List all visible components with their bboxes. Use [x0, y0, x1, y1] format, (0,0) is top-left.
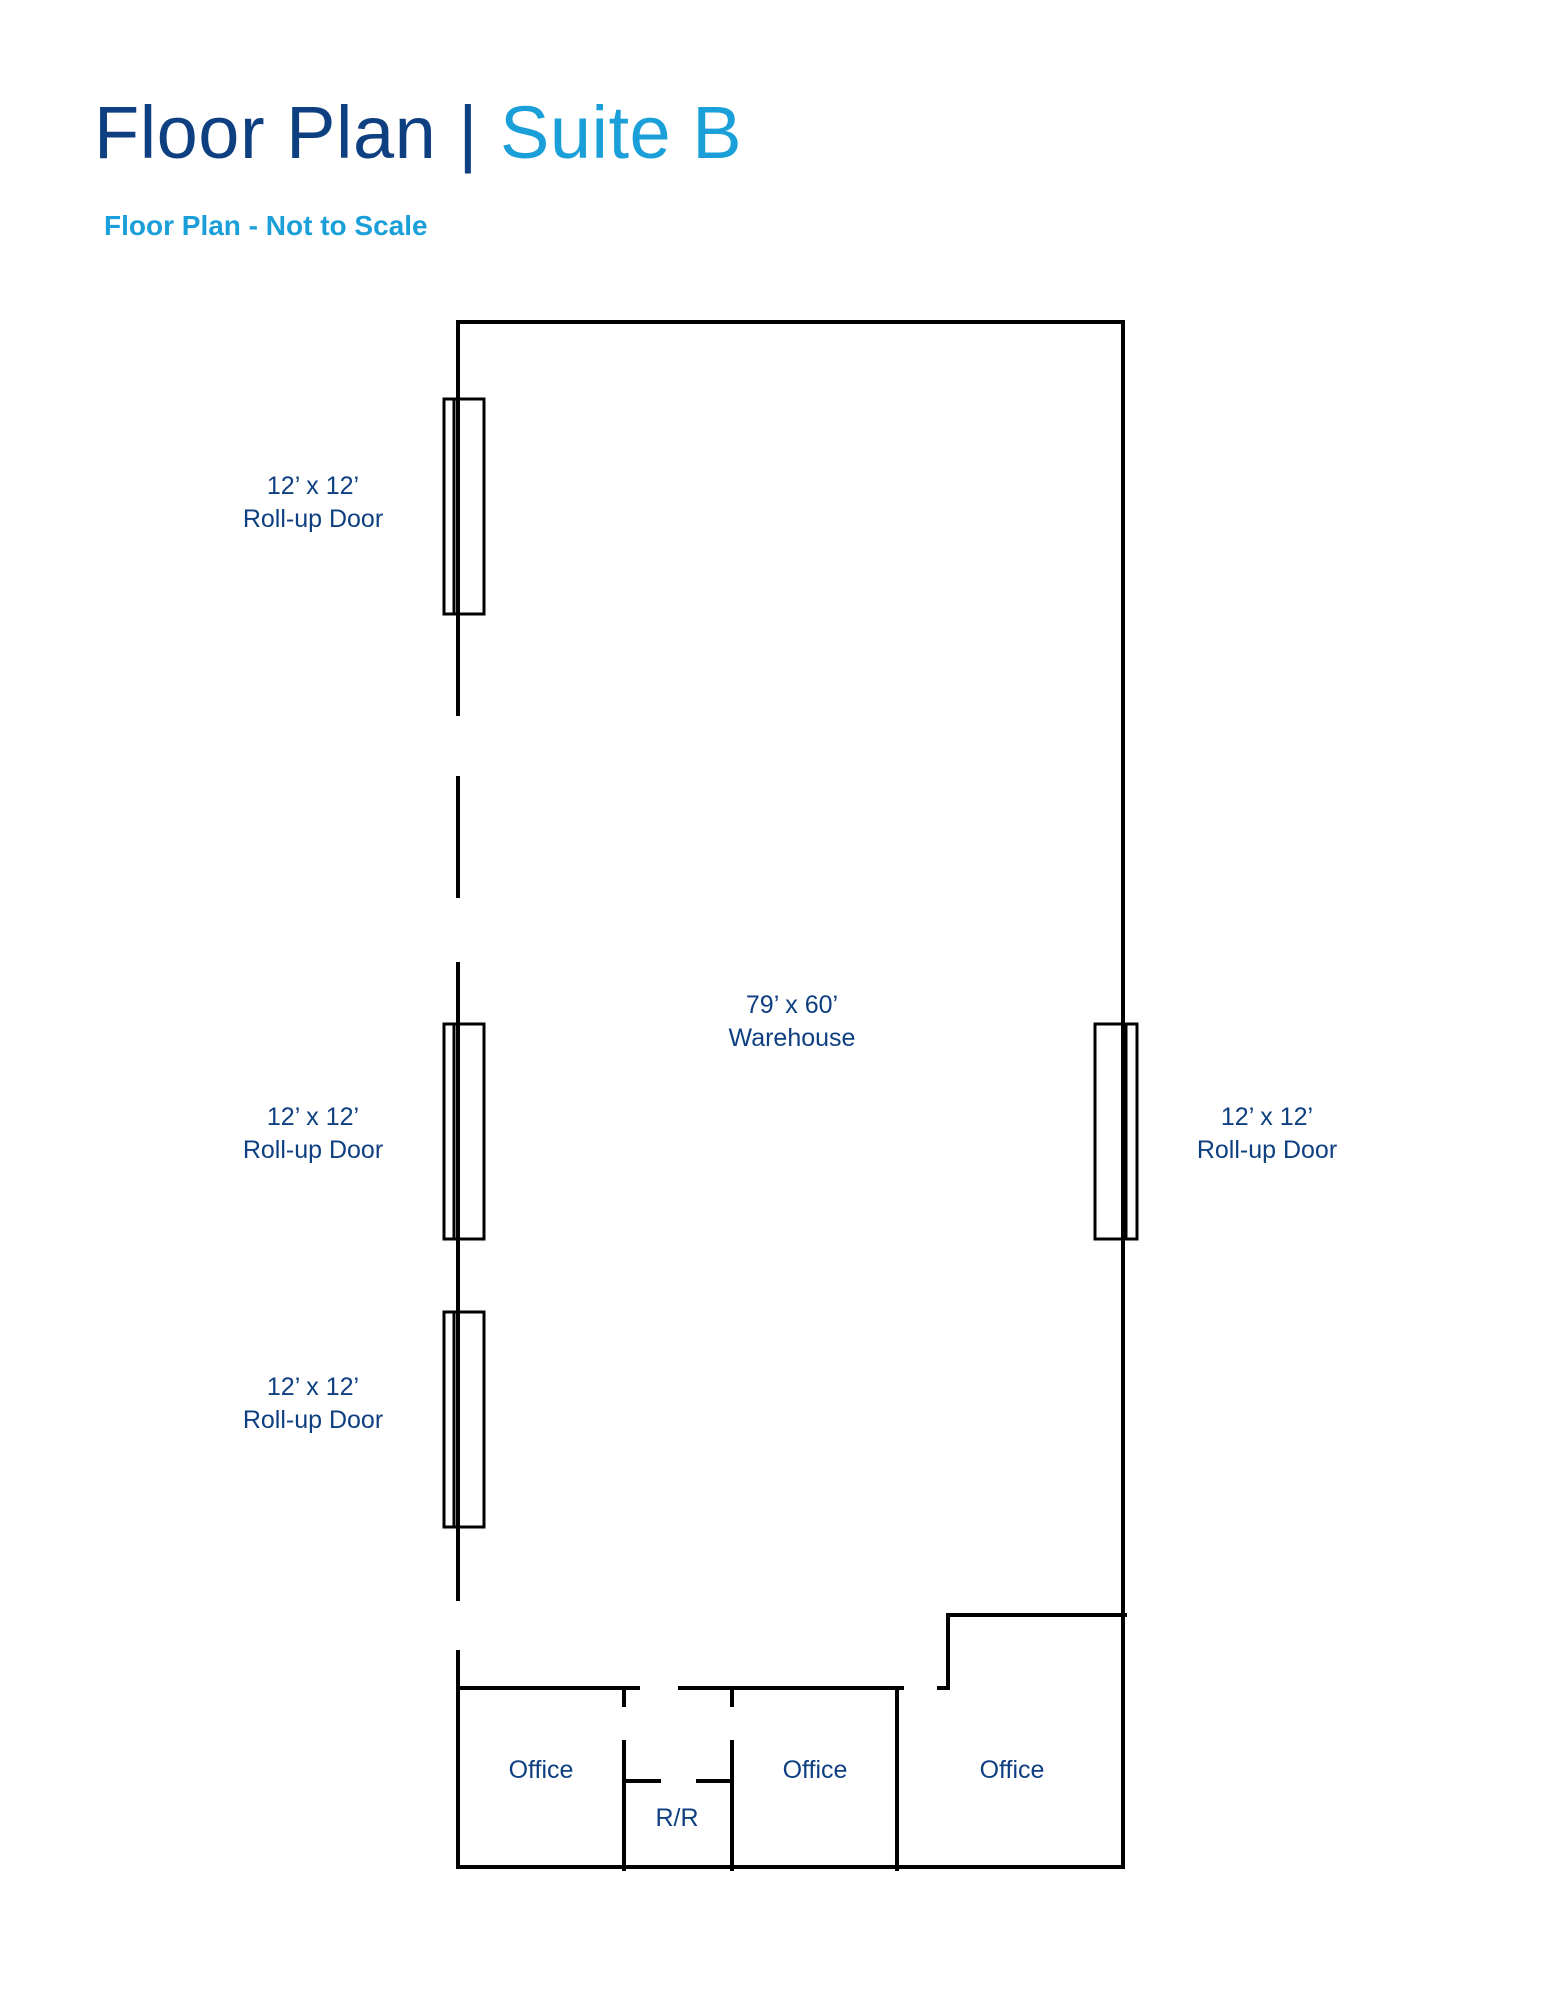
office-step-wall [946, 1613, 1127, 1690]
door-label: Roll-up Door [1197, 1136, 1337, 1164]
door-label: Roll-up Door [243, 505, 383, 533]
office-label: Office [509, 1756, 574, 1784]
subtitle: Floor Plan - Not to Scale [104, 210, 428, 241]
roll-up-door-2 [442, 1022, 486, 1241]
office-label: Office [980, 1756, 1045, 1784]
warehouse-dimensions: 79’ x 60’ [746, 991, 838, 1019]
warehouse-label: Warehouse [729, 1024, 856, 1052]
page-title: Floor Plan|Suite B [94, 96, 742, 170]
roll-up-door-1 [442, 397, 486, 616]
title-separator: | [458, 91, 478, 174]
title-main: Floor Plan [94, 91, 437, 174]
office-label: Office [783, 1756, 848, 1784]
restroom-label: R/R [655, 1804, 698, 1832]
title-suite: Suite B [500, 91, 743, 174]
walls [456, 320, 1127, 1871]
door-label: Roll-up Door [243, 1406, 383, 1434]
door-size-label: 12’ x 12’ [1221, 1103, 1313, 1131]
door-label: Roll-up Door [243, 1136, 383, 1164]
door-size-label: 12’ x 12’ [267, 1103, 359, 1131]
roll-up-door-3 [442, 1310, 486, 1529]
door-size-label: 12’ x 12’ [267, 1373, 359, 1401]
roll-up-door-4 [1093, 1022, 1139, 1241]
door-size-label: 12’ x 12’ [267, 472, 359, 500]
